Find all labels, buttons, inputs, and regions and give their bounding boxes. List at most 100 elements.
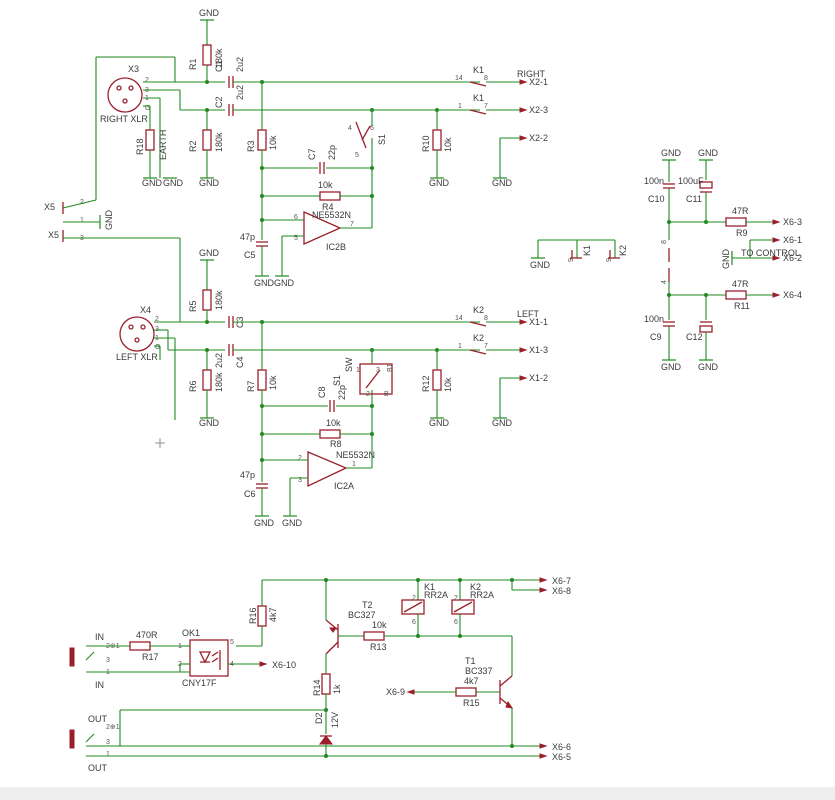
footer-bar — [0, 787, 835, 800]
svg-text:9: 9 — [568, 258, 575, 262]
svg-text:8: 8 — [661, 240, 668, 244]
gnd-label: GND — [661, 148, 682, 158]
in-label-bottom: IN — [95, 680, 104, 690]
relay-contact-k2-a — [469, 321, 487, 327]
rca-connector-x5: X5 X5 2 1 3 GND — [44, 199, 181, 322]
x6-5-label: X6-5 — [552, 752, 571, 762]
c1-name: C1 — [214, 60, 224, 72]
x6-4-label: X6-4 — [783, 290, 802, 300]
svg-text:4: 4 — [661, 280, 668, 284]
relay-coil-group: GND 9 9 K1 K2 — [530, 239, 628, 270]
gnd-label: GND — [661, 362, 682, 372]
c1-value: 2u2 — [235, 57, 245, 72]
x6-2-label: X6-2 — [783, 253, 802, 263]
svg-text:6: 6 — [294, 214, 298, 221]
svg-text:8: 8 — [484, 315, 488, 322]
svg-text:14: 14 — [455, 75, 463, 82]
svg-text:2: 2 — [366, 391, 370, 398]
ic2a-name: IC2A — [334, 481, 354, 491]
k1-name: K1 — [473, 65, 484, 75]
k2-coil-name: K2 — [618, 245, 628, 256]
svg-text:14: 14 — [455, 315, 463, 322]
r3-value: 10k — [268, 135, 278, 150]
x5-label: X5 — [48, 230, 59, 240]
x6-10-label: X6-10 — [272, 660, 296, 670]
x6-8-label: X6-8 — [552, 586, 571, 596]
r17-value: 470R — [136, 630, 158, 640]
c7-value: 22p — [327, 145, 337, 160]
svg-text:2: 2 — [298, 455, 302, 462]
ok1-name: OK1 — [182, 628, 200, 638]
gnd-label: GND — [142, 178, 163, 188]
svg-text:2: 2 — [412, 595, 416, 602]
c2-value: 2u2 — [235, 85, 245, 100]
svg-text:7: 7 — [484, 343, 488, 350]
svg-text:3: 3 — [298, 477, 302, 484]
k2-coil-name-b: K2 — [470, 582, 481, 592]
power-section: GND GND 100n C10 100uF C11 47R R9 X6-3 8… — [644, 148, 802, 372]
gnd-label: GND — [429, 178, 450, 188]
t1-value: BC337 — [465, 666, 493, 676]
r16-value: 4k7 — [268, 607, 278, 622]
r6-value: 180k — [214, 372, 224, 392]
c5-value: 47p — [240, 232, 255, 242]
svg-text:3: 3 — [106, 739, 110, 746]
r2-name: R2 — [188, 140, 198, 152]
svg-text:1: 1 — [106, 751, 110, 758]
x6-7-label: X6-7 — [552, 576, 571, 586]
capacitor-c11 — [699, 181, 713, 189]
out-label-bottom: OUT — [88, 763, 108, 773]
x1-2-label: X1-2 — [529, 373, 548, 383]
r1-value: 180k — [214, 48, 224, 68]
xlr-connector-x3 — [107, 77, 143, 113]
gnd-label: GND — [199, 8, 220, 18]
k1-coil-name: K1 — [582, 245, 592, 256]
gnd-label: GND — [721, 249, 731, 270]
s1-name: S1 — [377, 134, 387, 145]
resistor-r16 — [257, 605, 267, 627]
r3-name: R3 — [246, 140, 256, 152]
svg-text:2: 2 — [454, 595, 458, 602]
in-label-top: IN — [95, 632, 104, 642]
out-label-top: OUT — [88, 714, 108, 724]
c6-value: 47p — [240, 470, 255, 480]
r9-value: 47R — [732, 206, 749, 216]
r8-name: R8 — [330, 439, 342, 449]
svg-text:8: 8 — [484, 75, 488, 82]
gnd-label: GND — [274, 278, 295, 288]
c10-value: 100n — [644, 176, 664, 186]
resistor-r12 — [432, 369, 442, 391]
relay-contact-k1-b — [469, 109, 487, 115]
gnd-label: GND — [492, 418, 513, 428]
ic2b-value: NE5532N — [312, 210, 351, 220]
c9-name: C9 — [650, 332, 662, 342]
c2-name: C2 — [214, 96, 224, 108]
to-control-label: TO CONTROL — [741, 248, 800, 258]
svg-text:4: 4 — [348, 125, 352, 132]
r4-value: 10k — [318, 180, 333, 190]
k2-name-2: K2 — [473, 333, 484, 343]
resistor-r1 — [202, 44, 212, 66]
c6-name: C6 — [244, 489, 256, 499]
t2-name: T2 — [362, 600, 373, 610]
r11-value: 47R — [732, 279, 749, 289]
c5-name: C5 — [244, 250, 256, 260]
svg-text:G: G — [155, 344, 160, 351]
r17-name: R17 — [142, 652, 159, 662]
x5-name: X5 — [44, 202, 55, 212]
gnd-label: GND — [282, 518, 303, 528]
r7-value: 10k — [268, 375, 278, 390]
c4-value: 2u2 — [214, 353, 224, 368]
resistor-r18 — [145, 129, 155, 151]
out-jack — [69, 729, 75, 749]
in-jack — [69, 647, 75, 667]
r12-name: R12 — [421, 375, 431, 392]
zener-diode-d2 — [319, 735, 333, 745]
r15-name: R15 — [463, 698, 480, 708]
gnd-label: GND — [254, 518, 275, 528]
pin-label: G — [145, 105, 150, 112]
ic2a-value: NE5532N — [336, 450, 375, 460]
x6-1-label: X6-1 — [783, 235, 802, 245]
gnd-label: GND — [254, 278, 275, 288]
